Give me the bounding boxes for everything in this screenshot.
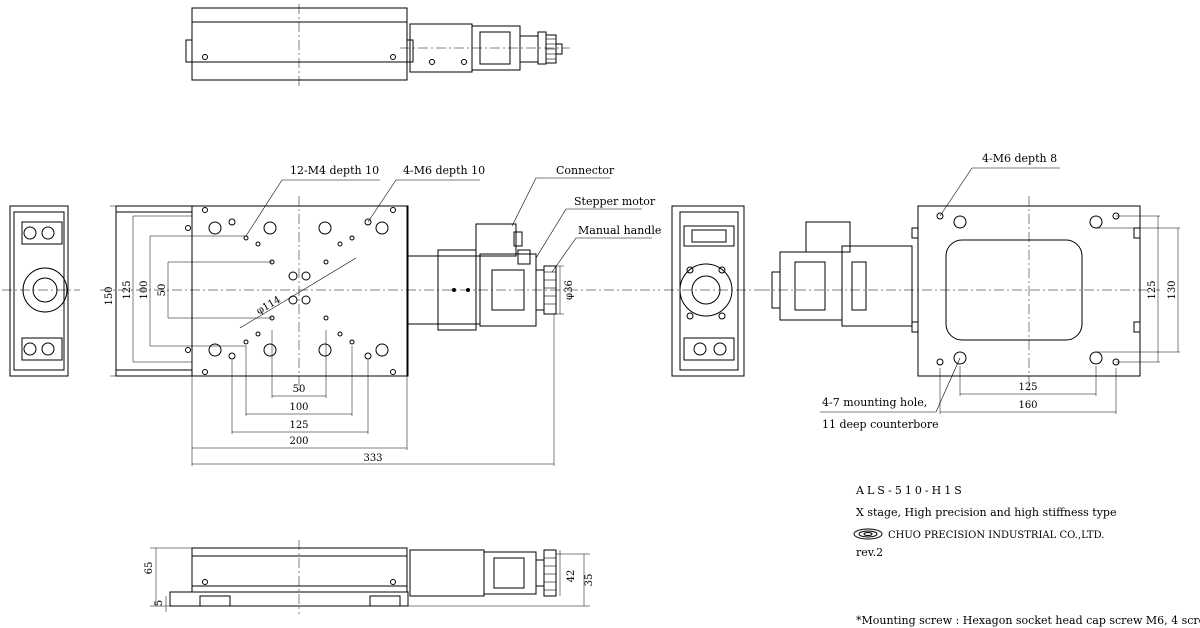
m4-holes-callout: 12-M4 depth 10 bbox=[290, 164, 379, 177]
dim-125-horizontal-label: 125 bbox=[289, 420, 308, 431]
right-end-view bbox=[664, 205, 760, 377]
dim-200-label: 200 bbox=[289, 436, 308, 447]
callout-leaders-top bbox=[245, 177, 652, 273]
base-dim-160-label: 160 bbox=[1018, 400, 1037, 411]
revision-label: rev.2 bbox=[856, 546, 883, 559]
stage-description: X stage, High precision and high stiffne… bbox=[856, 506, 1116, 519]
callout-labels: 12-M4 depth 10 4-M6 depth 10 Connector S… bbox=[290, 152, 1057, 431]
dim-50-horizontal-label: 50 bbox=[293, 384, 306, 395]
manual-handle-callout: Manual handle bbox=[578, 224, 661, 237]
base-plan-view bbox=[760, 196, 1160, 392]
base-dim-125-vertical-label: 125 bbox=[1147, 280, 1158, 299]
main-view-dimension-lines bbox=[110, 205, 564, 466]
main-plan-view bbox=[100, 196, 660, 392]
handle-35-label: 35 bbox=[584, 574, 595, 587]
model-number: ALS-510-H1S bbox=[855, 484, 965, 497]
left-end-view bbox=[2, 205, 80, 377]
mounting-hole-callout-line1: 4-7 mounting hole, bbox=[822, 396, 927, 409]
dim-100-vertical-label: 100 bbox=[139, 280, 150, 299]
dim-100-horizontal-label: 100 bbox=[289, 402, 308, 413]
connector-callout: Connector bbox=[556, 164, 615, 177]
base-dim-125-horizontal-label: 125 bbox=[1018, 382, 1037, 393]
company-name: CHUO PRECISION INDUSTRIAL CO.,LTD. bbox=[888, 530, 1104, 541]
company-logo bbox=[853, 528, 883, 540]
height-5-label: 5 bbox=[154, 600, 165, 606]
dimension-labels: 150 125 100 50 φ114 φ36 50 100 125 200 3… bbox=[104, 280, 1178, 606]
front-elevation-view bbox=[150, 540, 590, 614]
mounting-screw-footnote: *Mounting screw : Hexagon socket head ca… bbox=[856, 614, 1200, 627]
dim-50-vertical-label: 50 bbox=[157, 284, 168, 297]
m6-holes-top-callout: 4-M6 depth 10 bbox=[403, 164, 485, 177]
height-65-label: 65 bbox=[144, 562, 155, 575]
top-elevation-view bbox=[185, 4, 570, 88]
dim-phi36-label: φ36 bbox=[564, 280, 575, 300]
stepper-motor-callout: Stepper motor bbox=[574, 195, 656, 208]
dim-125-vertical-label: 125 bbox=[122, 280, 133, 299]
base-dim-130-label: 130 bbox=[1167, 280, 1178, 299]
mounting-hole-callout-line2: 11 deep counterbore bbox=[822, 418, 939, 431]
handle-42-label: 42 bbox=[566, 570, 577, 583]
dim-333-label: 333 bbox=[363, 453, 382, 464]
title-block: ALS-510-H1S X stage, High precision and … bbox=[853, 484, 1116, 559]
m6-holes-bottom-callout: 4-M6 depth 8 bbox=[982, 152, 1057, 165]
base-dimension-lines bbox=[820, 167, 1180, 414]
dim-phi114-label: φ114 bbox=[255, 295, 283, 318]
dim-150-label: 150 bbox=[104, 286, 115, 305]
